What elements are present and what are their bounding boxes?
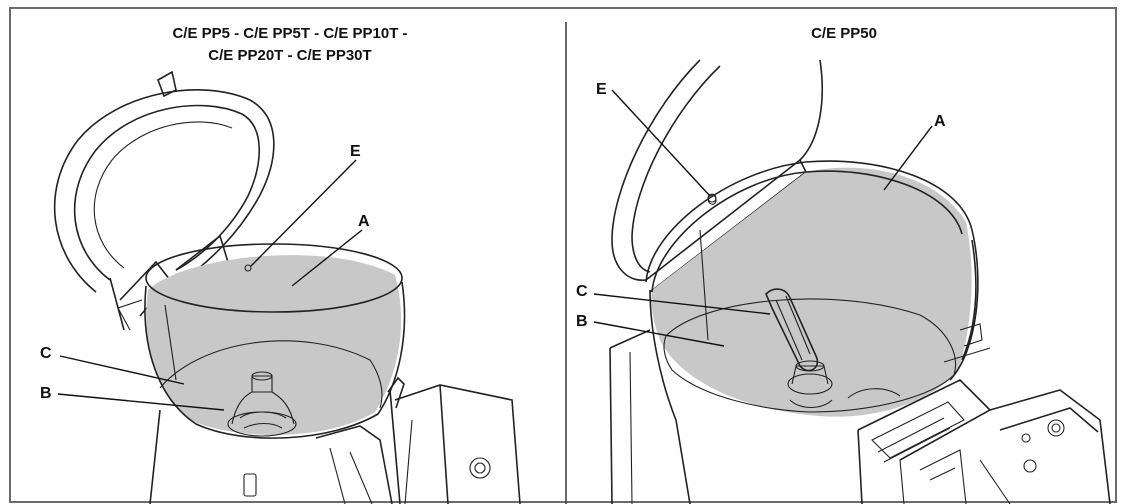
right-peeler-drawing — [609, 59, 1111, 504]
left-peeler-drawing — [53, 70, 521, 504]
right-bowl — [645, 160, 979, 504]
left-label-b: B — [40, 385, 52, 402]
right-label-a: A — [934, 113, 946, 130]
left-label-c: C — [40, 345, 52, 362]
left-panel-title-line2: C/E PP20T - C/E PP30T — [208, 47, 371, 64]
left-label-a: A — [358, 213, 370, 230]
right-bowl-interior-shade — [651, 167, 972, 417]
left-panel-title-line1: C/E PP5 - C/E PP5T - C/E PP10T - — [172, 25, 407, 42]
left-bowl — [144, 243, 406, 439]
right-label-b: B — [576, 313, 588, 330]
right-panel: C/E PP50 — [576, 25, 1111, 504]
right-label-c: C — [576, 283, 588, 300]
right-label-e: E — [596, 81, 607, 98]
figure-border — [9, 7, 1117, 503]
left-bowl-interior-shade — [146, 255, 402, 435]
right-panel-title: C/E PP50 — [811, 25, 877, 42]
left-panel: C/E PP5 - C/E PP5T - C/E PP10T - C/E PP2… — [40, 25, 521, 504]
left-lid — [53, 70, 275, 331]
left-label-e: E — [350, 143, 361, 160]
